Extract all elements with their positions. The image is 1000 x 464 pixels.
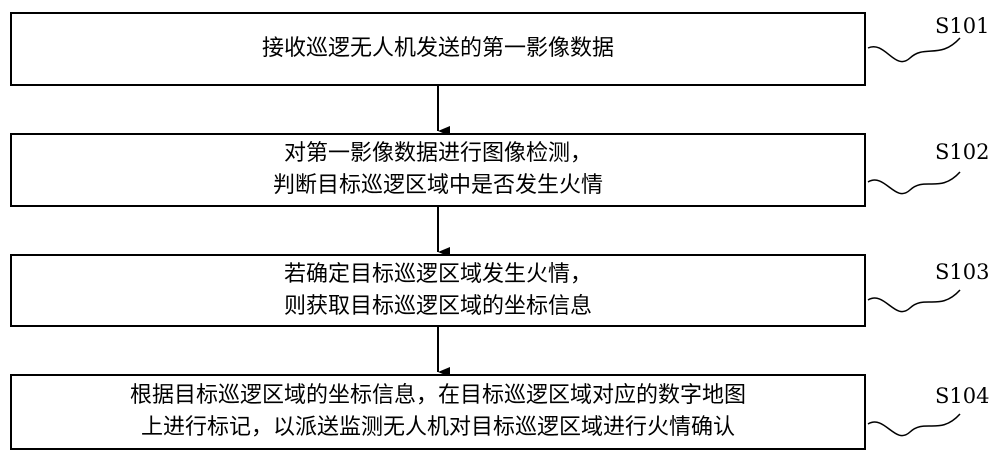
step-s102-line-2: 判断目标巡逻区域中是否发生火情 [273, 170, 603, 202]
step-box-s101: 接收巡逻无人机发送的第一影像数据 [10, 12, 866, 86]
step-box-s103: 若确定目标巡逻区域发生火情， 则获取目标巡逻区域的坐标信息 [10, 254, 866, 327]
step-label-s103: S103 [935, 260, 989, 284]
step-label-s101: S101 [935, 14, 989, 38]
step-box-s104: 根据目标巡逻区域的坐标信息，在目标巡逻区域对应的数字地图 上进行标记，以派送监测… [10, 374, 866, 450]
step-s103-line-1: 若确定目标巡逻区域发生火情， [284, 259, 592, 291]
leader-line-s104 [868, 414, 960, 436]
step-label-s104: S104 [935, 384, 989, 408]
leader-line-s103 [868, 290, 960, 312]
step-box-s102: 对第一影像数据进行图像检测， 判断目标巡逻区域中是否发生火情 [10, 133, 866, 207]
step-label-s102: S102 [935, 140, 989, 164]
step-s103-line-2: 则获取目标巡逻区域的坐标信息 [284, 291, 592, 323]
step-s104-line-1: 根据目标巡逻区域的坐标信息，在目标巡逻区域对应的数字地图 [130, 380, 746, 412]
step-s102-line-1: 对第一影像数据进行图像检测， [284, 138, 592, 170]
step-s101-line-1: 接收巡逻无人机发送的第一影像数据 [262, 33, 614, 65]
step-s104-line-2: 上进行标记，以派送监测无人机对目标巡逻区域进行火情确认 [141, 412, 735, 444]
leader-line-s101 [868, 38, 960, 62]
leader-line-s102 [868, 172, 960, 194]
